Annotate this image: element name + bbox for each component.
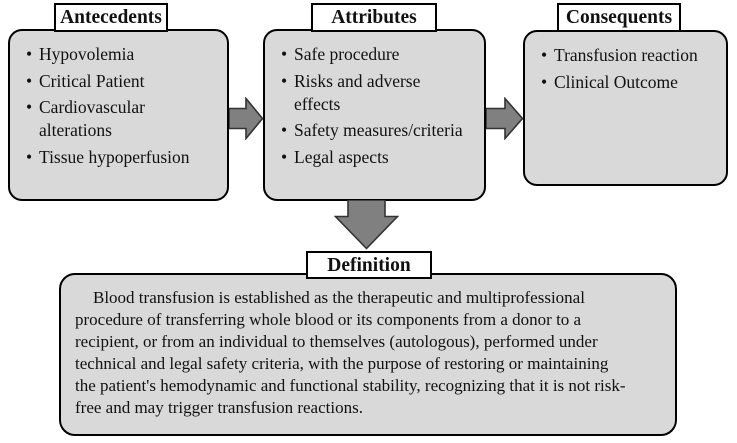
definition-text: Blood transfusion is established as the …	[75, 288, 626, 417]
list-item: Safe procedure	[281, 43, 480, 66]
attributes-title: Attributes	[311, 3, 437, 32]
antecedents-list: Hypovolemia Critical Patient Cardiovascu…	[10, 31, 227, 169]
list-item: Critical Patient	[26, 70, 223, 93]
list-item: Clinical Outcome	[541, 71, 722, 94]
arrow-right-icon	[229, 97, 264, 140]
list-item: Risks and adverse effects	[281, 70, 480, 116]
consequents-box: Transfusion reaction Clinical Outcome	[523, 30, 728, 186]
attributes-list: Safe procedure Risks and adverse effects…	[265, 31, 484, 169]
list-item: Tissue hypoperfusion	[26, 146, 223, 169]
list-item: Hypovolemia	[26, 43, 223, 66]
antecedents-title: Antecedents	[54, 3, 168, 32]
arrow-right-icon	[486, 97, 524, 140]
attributes-box: Safe procedure Risks and adverse effects…	[263, 29, 486, 201]
antecedents-box: Hypovolemia Critical Patient Cardiovascu…	[8, 29, 229, 201]
definition-title: Definition	[306, 251, 432, 279]
consequents-list: Transfusion reaction Clinical Outcome	[525, 32, 726, 94]
list-item: Safety measures/criteria	[281, 119, 480, 142]
list-item: Legal aspects	[281, 146, 480, 169]
list-item: Transfusion reaction	[541, 44, 722, 67]
arrow-down-icon	[334, 200, 399, 250]
definition-box: Blood transfusion is established as the …	[59, 273, 677, 436]
consequents-title: Consequents	[557, 3, 681, 32]
list-item: Cardiovascular alterations	[26, 96, 223, 142]
